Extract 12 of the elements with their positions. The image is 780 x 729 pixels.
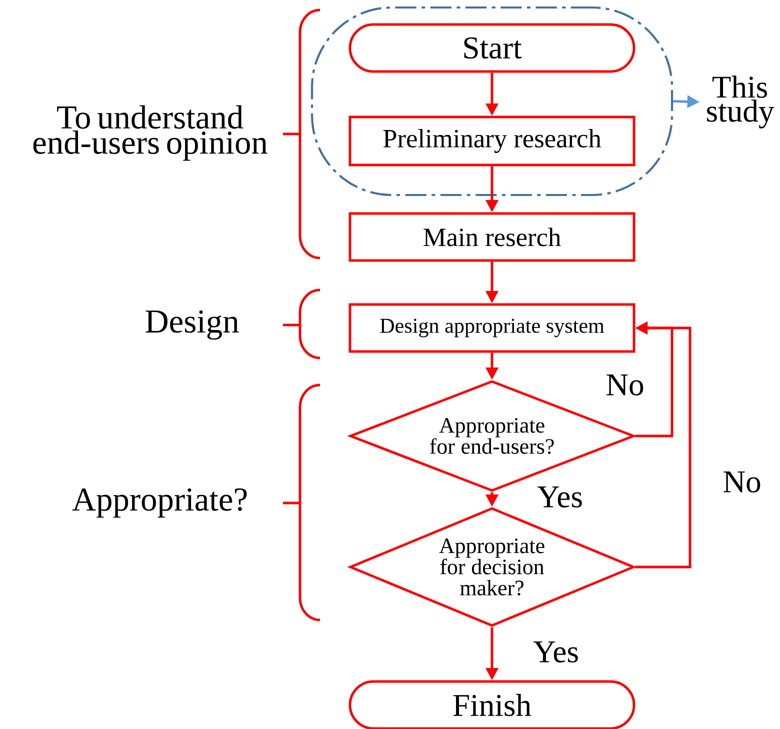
process-box: Preliminary research bbox=[348, 116, 636, 166]
process-box: Design appropriate system bbox=[348, 303, 636, 353]
bracket-label: Appropriate? bbox=[72, 488, 247, 518]
edge-label: No bbox=[720, 470, 764, 494]
edge-label: Yes bbox=[531, 640, 581, 664]
bracket-label: To understand end-users opinion bbox=[33, 105, 268, 161]
side-text: This study bbox=[707, 76, 774, 128]
dashed-outline bbox=[310, 6, 674, 196]
bracket-label: Design bbox=[146, 310, 239, 340]
process-box: Main reserch bbox=[348, 212, 636, 262]
start-terminal: Start bbox=[348, 23, 636, 73]
end-terminal: Finish bbox=[348, 680, 636, 729]
